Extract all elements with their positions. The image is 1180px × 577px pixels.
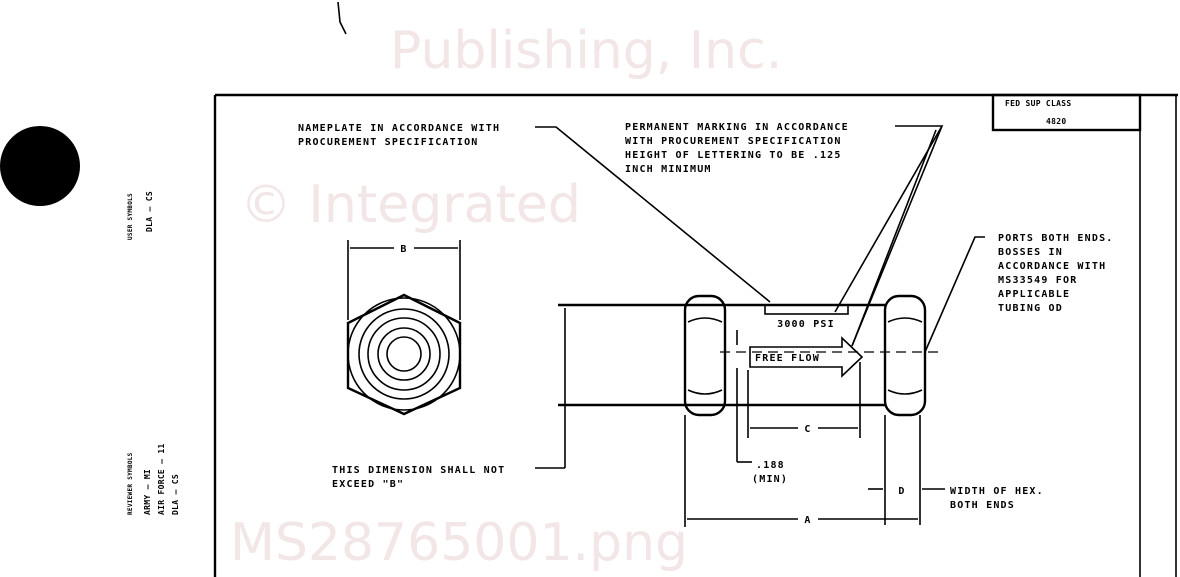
- svg-text:PROCUREMENT SPECIFICATION: PROCUREMENT SPECIFICATION: [298, 137, 479, 148]
- svg-text:PORTS BOTH ENDS.: PORTS BOTH ENDS.: [998, 233, 1114, 244]
- reviewer-symbols-label: REVIEWER SYMBOLS: [127, 452, 134, 515]
- svg-text:HEIGHT OF LETTERING TO BE .125: HEIGHT OF LETTERING TO BE .125: [625, 150, 842, 161]
- pressure-label: 3000 PSI: [777, 319, 835, 330]
- svg-text:BOSSES IN: BOSSES IN: [998, 247, 1063, 258]
- free-flow-arrow: [749, 336, 864, 378]
- title-block-value: 4820: [1046, 117, 1066, 126]
- svg-text:TUBING OD: TUBING OD: [998, 303, 1063, 314]
- svg-text:.188: .188: [756, 460, 785, 471]
- dimension-b-label: B: [400, 244, 407, 255]
- user-symbols-label: USER SYMBOLS: [127, 193, 134, 240]
- nameplate-note: NAMEPLATE IN ACCORDANCE WITH PROCUREMENT…: [298, 123, 771, 303]
- watermark-line-3: MS28765001.png: [230, 513, 688, 573]
- watermark-line-2: Publishing, Inc.: [390, 21, 782, 81]
- dimension-a: A: [684, 415, 918, 527]
- ports-note: PORTS BOTH ENDS. BOSSES IN ACCORDANCE WI…: [924, 233, 1114, 353]
- title-block: FED SUP CLASS 4820: [1005, 99, 1072, 126]
- user-symbols: USER SYMBOLS DLA — CS: [127, 191, 154, 240]
- svg-text:THIS DIMENSION SHALL NOT: THIS DIMENSION SHALL NOT: [332, 465, 505, 476]
- svg-text:C: C: [804, 424, 811, 435]
- drawing-frame: [213, 93, 1178, 577]
- reviewer-symbol: DLA — CS: [171, 474, 180, 515]
- flow-label: FREE FLOW: [755, 353, 820, 364]
- svg-text:EXCEED "B": EXCEED "B": [332, 479, 404, 490]
- svg-text:MS33549 FOR: MS33549 FOR: [998, 275, 1077, 286]
- dimension-min: .188 (MIN): [736, 330, 788, 485]
- svg-text:(MIN): (MIN): [752, 474, 788, 485]
- nameplate: [764, 304, 849, 315]
- svg-text:NAMEPLATE IN ACCORDANCE WITH: NAMEPLATE IN ACCORDANCE WITH: [298, 123, 500, 134]
- svg-text:WITH PROCUREMENT SPECIFICATION: WITH PROCUREMENT SPECIFICATION: [625, 136, 842, 147]
- svg-text:INCH MINIMUM: INCH MINIMUM: [625, 164, 712, 175]
- dimension-d: D WIDTH OF HEX. BOTH ENDS: [868, 415, 1044, 525]
- stray-mark: [337, 1, 347, 35]
- watermark: © Integrated Publishing, Inc. MS28765001…: [230, 21, 782, 573]
- dimension-note: THIS DIMENSION SHALL NOT EXCEED "B": [332, 465, 505, 490]
- watermark-line-1: © Integrated: [240, 175, 581, 235]
- reviewer-symbol: AIR FORCE — 11: [157, 443, 166, 515]
- svg-text:BOTH ENDS: BOTH ENDS: [950, 500, 1015, 511]
- punch-hole: [0, 126, 80, 206]
- title-block-label: FED SUP CLASS: [1005, 99, 1072, 108]
- reviewer-symbol: ARMY — MI: [143, 469, 152, 515]
- svg-text:D: D: [898, 486, 905, 497]
- dimension-c: C: [747, 362, 861, 438]
- svg-text:ACCORDANCE WITH: ACCORDANCE WITH: [998, 261, 1106, 272]
- svg-text:WIDTH OF HEX.: WIDTH OF HEX.: [950, 486, 1044, 497]
- user-symbol: DLA — CS: [145, 191, 154, 232]
- svg-text:PERMANENT MARKING IN ACCORDANC: PERMANENT MARKING IN ACCORDANCE: [625, 122, 849, 133]
- marking-note: PERMANENT MARKING IN ACCORDANCE WITH PRO…: [625, 122, 944, 347]
- reviewer-symbols: REVIEWER SYMBOLS ARMY — MI AIR FORCE — 1…: [127, 443, 180, 515]
- svg-text:APPLICABLE: APPLICABLE: [998, 289, 1070, 300]
- valve-side-view: 3000 PSI FREE FLOW: [535, 294, 940, 469]
- hex-end-view: B: [346, 240, 462, 416]
- svg-text:A: A: [804, 515, 811, 526]
